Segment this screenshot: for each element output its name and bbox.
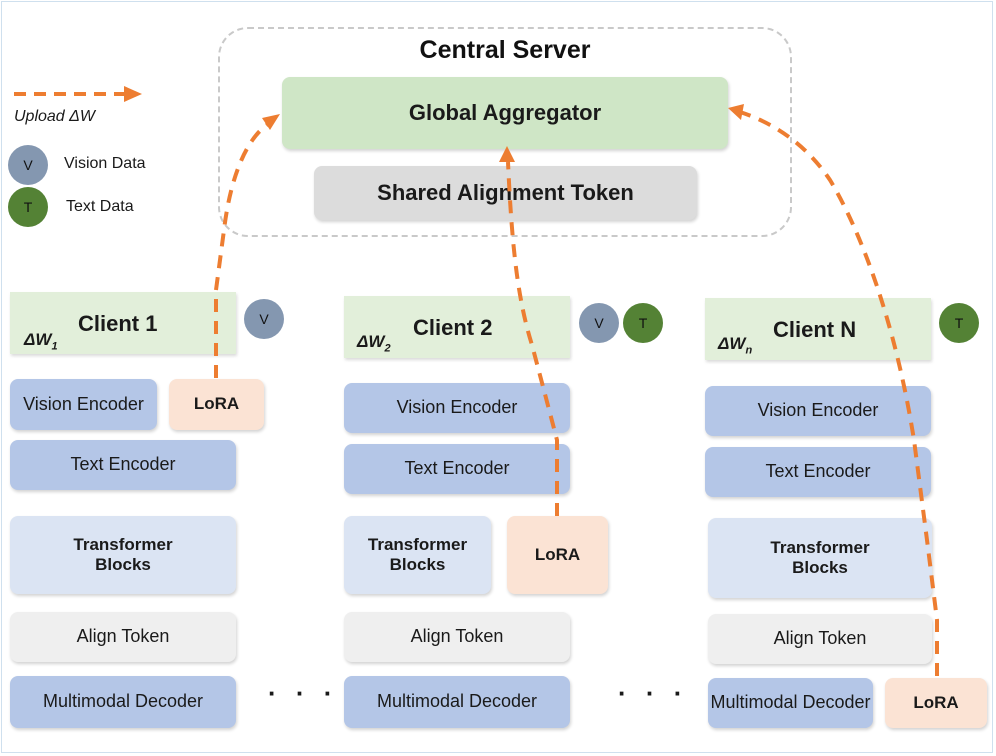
client-n-multimodal-decoder: Multimodal Decoder: [708, 678, 873, 728]
client-n-transformer-blocks: Transformer Blocks: [708, 518, 932, 598]
legend-upload-label: Upload ΔW: [14, 108, 95, 125]
client-n-text-encoder: Text Encoder: [705, 447, 931, 497]
legend-text-label: Text Data: [66, 198, 134, 215]
client-n-align-token: Align Token: [708, 614, 932, 664]
client-1-lora: LoRA: [169, 379, 264, 430]
client-1-vision-badge: V: [244, 299, 284, 339]
client-2-lora: LoRA: [507, 516, 608, 594]
client-1-title: Client 1: [78, 311, 158, 336]
client-n-vision-encoder: Vision Encoder: [705, 386, 931, 436]
global-aggregator: Global Aggregator: [282, 77, 728, 149]
client-1-multimodal-decoder: Multimodal Decoder: [10, 676, 236, 728]
client-2-text-encoder: Text Encoder: [344, 444, 570, 494]
legend-vision-label: Vision Data: [64, 155, 146, 172]
client-n-title: Client N: [773, 317, 857, 342]
central-server-title: Central Server: [419, 36, 591, 64]
client-2-vision-encoder: Vision Encoder: [344, 383, 570, 433]
client-2-transformer-blocks: Transformer Blocks: [344, 516, 491, 594]
client-1-delta: ΔW1: [24, 330, 58, 353]
shared-alignment-token: Shared Alignment Token: [314, 166, 697, 220]
legend-text-badge: T: [8, 187, 48, 227]
legend-vision-badge: V: [8, 145, 48, 185]
client-2-vision-badge: V: [579, 303, 619, 343]
client-2-text-badge: T: [623, 303, 663, 343]
client-n-delta: ΔWn: [718, 334, 753, 357]
client-1-vision-encoder: Vision Encoder: [10, 379, 157, 430]
client-1-header: [10, 292, 236, 354]
client-2-title: Client 2: [413, 315, 493, 340]
ellipsis-1: · · ·: [268, 678, 339, 708]
client-1-transformer-blocks: Transformer Blocks: [10, 516, 236, 594]
client-2-align-token: Align Token: [344, 612, 570, 662]
client-n-lora: LoRA: [885, 678, 987, 728]
client-n-text-badge: T: [939, 303, 979, 343]
ellipsis-2: · · ·: [618, 678, 689, 708]
client-1-text-encoder: Text Encoder: [10, 440, 236, 490]
client-2-delta: ΔW2: [357, 332, 391, 355]
client-1-align-token: Align Token: [10, 612, 236, 662]
client-2-multimodal-decoder: Multimodal Decoder: [344, 676, 570, 728]
